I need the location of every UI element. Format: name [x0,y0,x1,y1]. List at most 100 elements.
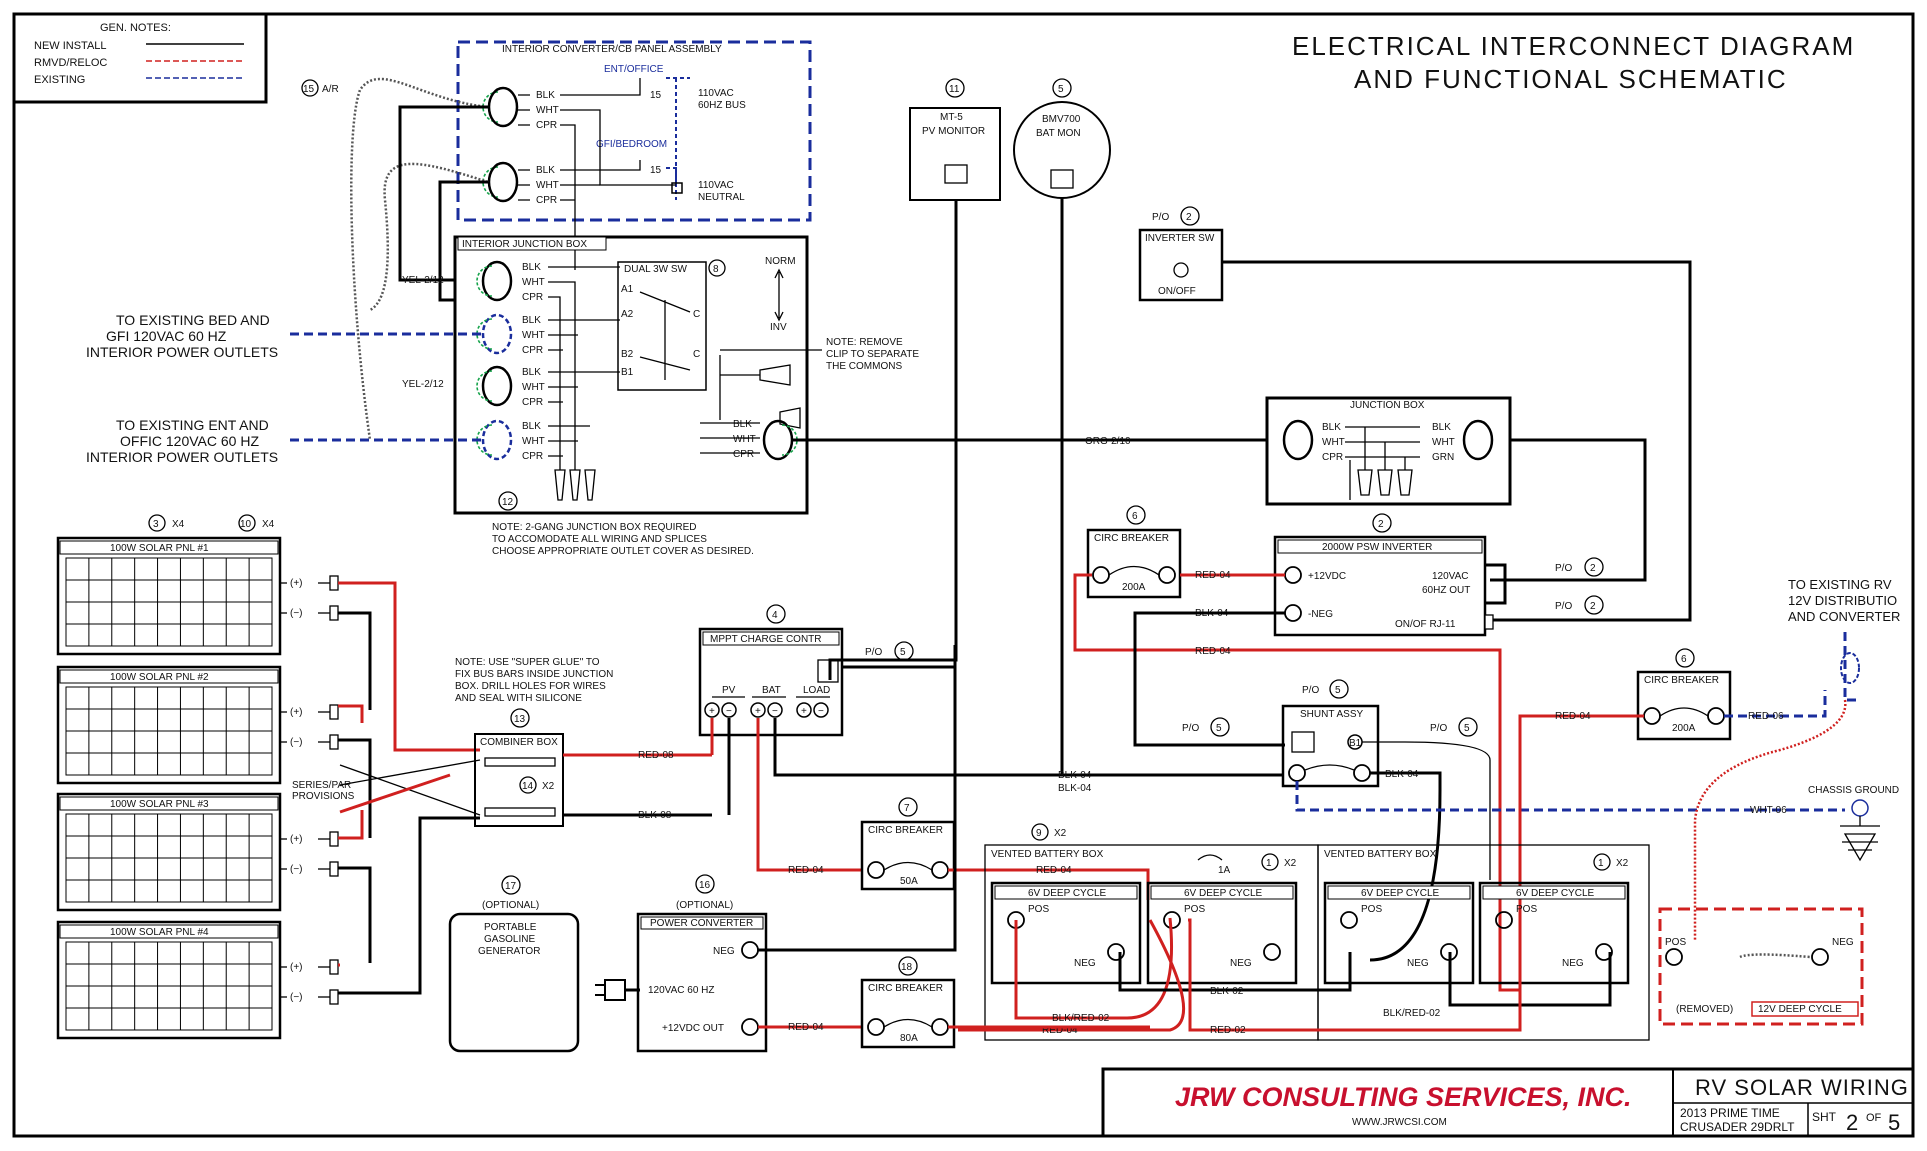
conv-neg: NEG [713,946,735,957]
ent-outlets-1: TO EXISTING ENT AND [116,417,269,433]
callout-15-suffix: A/R [322,84,339,95]
battery-box-left: 9 X2 VENTED BATTERY BOX 1 X2 1A [984,823,1319,1041]
sheet-label: SHT [1812,1110,1837,1124]
clip-note: NOTE: REMOVE CLIP TO SEPARATE THE COMMON… [720,337,919,372]
inv-callout: 2 [1378,519,1384,530]
solar-array: 3 X4 10 X4 [148,514,275,532]
battery-pos-label: POS [1361,904,1382,915]
removed-battery: POS NEG (REMOVED) 12V DEEP CYCLE [1658,907,1864,1026]
w-blk: BLK [536,90,555,101]
red04-rv [1518,714,1644,915]
jb-wht-4: WHT [522,436,545,447]
wl-blk04-c: BLK-04 [1058,770,1092,781]
ent-office-label: ENT/OFFICE [604,64,664,75]
wl-wht06: WHT-06 [1750,805,1787,816]
wl-red04-f: RED-04 [1042,1025,1078,1036]
diagram-title-line2: AND FUNCTIONAL SCHEMATIC [1354,64,1788,94]
existing-cable-2 [369,162,489,312]
model-1: 2013 PRIME TIME [1680,1106,1780,1120]
cb80-callout: 18 [901,962,913,973]
battery-neg-terminal [1263,943,1281,961]
mppt-terminal [813,702,829,718]
mppt-terminal [721,702,737,718]
mt5-l1: MT-5 [940,112,963,123]
solar-panel-label: 100W SOLAR PNL #4 [110,927,209,938]
conv-opt: (OPTIONAL) [676,900,733,911]
solar-panels: 100W SOLAR PNL #1(+)(−)100W SOLAR PNL #2… [56,536,339,1040]
panel-terminal [329,831,339,847]
bb-fuse: 1A [1218,865,1231,876]
gen-opt: (OPTIONAL) [482,900,539,911]
blk04-shunt-out [1369,771,1442,962]
interior-junction-box: INTERIOR JUNCTION BOX 12 NOTE: 2-GANG JU… [453,235,809,557]
wl-red04-e: RED-04 [1036,865,1072,876]
notes-heading: GEN. NOTES: [100,22,171,34]
cb200a-callout: 6 [1132,511,1138,522]
jb-cpr-2: CPR [522,345,543,356]
blk04-inverter [1133,611,1285,747]
jb2-cpr-l: CPR [1322,452,1343,463]
chassis-ground-symbol [1840,799,1880,862]
rv12v-feed [1843,632,1860,702]
cb50-title: CIRC BREAKER [868,825,943,836]
combiner-callout2: 14 [522,781,534,792]
solar-qty-b: X4 [262,519,275,530]
sw-c1: C [693,309,700,320]
red06-rv [1724,690,1827,718]
glue-note-1: NOTE: USE "SUPER GLUE" TO [455,657,600,668]
jb2-wht-l: WHT [1322,437,1345,448]
battery-neg-terminal [1107,943,1125,961]
bed-outlets-3: INTERIOR POWER OUTLETS [86,344,278,360]
sw-norm: NORM [765,256,796,267]
jb-blk-3: BLK [522,367,541,378]
inv-po-2-num: 2 [1590,601,1596,612]
cb200b-rating: 200A [1672,723,1696,734]
wl-red04-b: RED-04 [1195,646,1231,657]
drawing-border [12,12,1915,1138]
mppt-terminal-sign: − [772,706,778,717]
wl-po-a-num: 5 [1216,723,1222,734]
removed-neg: NEG [1832,937,1854,948]
gen-l3: GENERATOR [478,946,540,957]
jb-wht-3: WHT [522,382,545,393]
battery-neg-label: NEG [1230,958,1252,969]
jbox2-title: JUNCTION BOX [1350,400,1425,411]
series-2: PROVISIONS [292,791,355,802]
jb-callout: 12 [502,497,514,508]
conv-title: POWER CONVERTER [650,918,753,929]
mppt-bat: BAT [762,685,781,696]
jb-out-blk: BLK [733,419,752,430]
mppt-terminal [704,702,720,718]
series-1: SERIES/PAR [292,780,351,791]
battery-neg-label: NEG [1074,958,1096,969]
cb15-b: 15 [650,165,662,176]
yel-label-1: YEL-2/12 [402,275,444,286]
inv-sw-state: ON/OFF [1158,286,1196,297]
jb2-blk-l: BLK [1322,422,1341,433]
inv-neg: -NEG [1308,609,1333,620]
jb-note-2: TO ACCOMODATE ALL WIRING AND SPLICES [492,534,707,545]
shunt-b1: B1 [1349,738,1362,749]
bmv-l1: BMV700 [1042,114,1081,125]
cb80-rating: 80A [900,1033,918,1044]
mt5-callout: 11 [949,84,960,95]
wl-red02: RED-02 [1210,1025,1246,1036]
jb-cpr-3: CPR [522,397,543,408]
wht06-ground [1295,781,1845,812]
mppt-load: LOAD [803,685,830,696]
sheet-of: OF [1866,1112,1882,1124]
jb-cpr-1: CPR [522,292,543,303]
battery-pos-terminal [1340,911,1358,929]
inv-out2: 60HZ OUT [1422,585,1470,596]
power-converter: 16 (OPTIONAL) POWER CONVERTER NEG 120VAC… [595,645,957,1053]
circuit-breaker-80a: 18 CIRC BREAKER 80A [860,956,1150,1049]
cb50-callout: 7 [904,803,910,814]
clip-note-3: THE COMMONS [826,361,902,372]
jb-wht-1: WHT [522,277,545,288]
wl-po-b: P/O [1430,723,1447,734]
converter-panel-title: INTERIOR CONVERTER/CB PANEL ASSEMBLY [502,44,722,55]
